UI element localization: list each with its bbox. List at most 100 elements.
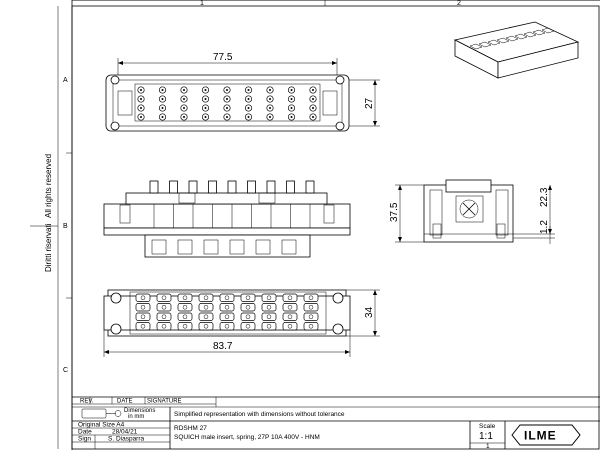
terminal-cell — [303, 312, 319, 321]
top-view — [105, 74, 350, 132]
contact-pin-center — [247, 107, 250, 109]
terminal-cell — [282, 293, 298, 302]
terminal-cell — [156, 322, 172, 331]
terminal-cell — [240, 312, 256, 321]
iso-terminal-block — [523, 31, 537, 38]
ilme-logo: ILME — [511, 424, 581, 446]
terminal-cell — [156, 312, 172, 321]
terminal-hole — [266, 324, 272, 329]
terminal-hole — [140, 305, 146, 310]
contact-pin-center — [312, 89, 314, 91]
spring-terminal — [208, 180, 217, 194]
contact-pin-center — [269, 89, 271, 91]
contact-pin-center — [226, 107, 228, 109]
contact-pin-center — [290, 98, 293, 100]
iso-terminal-block — [469, 43, 483, 50]
dimensions-line-2: in mm — [128, 414, 144, 420]
terminal-cell — [198, 322, 214, 331]
spring-terminal — [188, 180, 198, 194]
contact-pin-center — [226, 98, 228, 100]
contact-pin-center — [247, 116, 250, 118]
insert-pocket — [203, 239, 219, 255]
isometric-view — [453, 21, 580, 79]
spring-terminal — [286, 180, 295, 194]
contact-pin-center — [290, 116, 293, 118]
contact-pin-center — [140, 107, 142, 109]
spring-terminal — [266, 180, 276, 194]
contact-pin-center — [161, 116, 164, 118]
terminal-cell — [177, 312, 193, 321]
bottom-height-label: 34 — [364, 306, 375, 318]
terminal-hole — [266, 305, 272, 310]
part-description: SQUICH male insert, spring, 27P 10A 400V… — [174, 434, 320, 441]
terminal-hole — [245, 324, 251, 329]
spring-terminal — [305, 180, 315, 194]
terminal-cell — [261, 303, 277, 312]
terminal-cell — [135, 293, 151, 302]
contact-pin-center — [140, 98, 142, 100]
terminal-hole — [308, 314, 314, 319]
terminal-cell — [240, 303, 256, 312]
original-size: Original Size A4 — [78, 422, 125, 429]
terminal-hole — [287, 305, 293, 310]
zone-row-b: B — [63, 223, 68, 230]
iso-terminal-block — [478, 41, 492, 48]
terminal-cell — [240, 322, 256, 331]
side-view — [423, 179, 514, 243]
contact-pin-center — [183, 89, 185, 91]
insert-pocket — [255, 239, 271, 255]
terminal-cell — [261, 322, 277, 331]
terminal-cell — [156, 303, 172, 312]
rights-reserved-en: All rights reserved — [44, 154, 53, 218]
spring-terminal — [149, 180, 159, 194]
contact-pin-center — [161, 107, 164, 109]
terminal-hole — [182, 314, 188, 319]
bottom-view — [103, 289, 351, 337]
terminal-hole — [203, 295, 209, 300]
contact-pin-center — [312, 116, 314, 118]
contact-pin-center — [226, 116, 228, 118]
terminal-hole — [308, 324, 314, 329]
zone-row-c: C — [63, 367, 68, 374]
terminal-hole — [140, 314, 146, 319]
date-header: DATE — [117, 399, 133, 405]
contact-pin-center — [312, 98, 314, 100]
terminal-cell — [261, 312, 277, 321]
terminal-hole — [161, 305, 167, 310]
spring-terminal — [227, 180, 237, 194]
insert-pocket — [177, 239, 193, 255]
terminal-hole — [203, 314, 209, 319]
contact-pin-center — [183, 116, 185, 118]
side-lower-label: 1.2 — [539, 220, 550, 234]
terminal-cell — [198, 293, 214, 302]
terminal-cell — [261, 293, 277, 302]
terminal-cell — [282, 312, 298, 321]
iso-terminal-block — [532, 29, 546, 36]
terminal-hole — [245, 314, 251, 319]
contact-pin-center — [269, 107, 271, 109]
terminal-cell — [156, 293, 172, 302]
front-view — [103, 180, 351, 258]
contact-pin-center — [161, 89, 164, 91]
terminal-cell — [177, 303, 193, 312]
iso-terminal-block — [487, 39, 501, 46]
spring-terminal — [169, 180, 178, 194]
terminal-hole — [308, 295, 314, 300]
contact-pin-center — [312, 107, 314, 109]
signature-header: SIGNATURE — [147, 399, 182, 405]
terminal-cell — [135, 312, 151, 321]
terminal-cell — [198, 312, 214, 321]
side-total-label: 37.5 — [389, 202, 400, 222]
terminal-hole — [287, 295, 293, 300]
scale-value: 1:1 — [479, 431, 493, 442]
part-code: RDSHM 27 — [174, 425, 207, 432]
zone-column-2: 2 — [457, 0, 461, 7]
contact-pin-center — [183, 98, 185, 100]
terminal-hole — [224, 324, 230, 329]
terminal-cell — [198, 303, 214, 312]
bottom-height-dimension — [346, 289, 380, 337]
terminal-cell — [282, 322, 298, 331]
terminal-cell — [282, 303, 298, 312]
iso-terminal-block — [541, 27, 555, 34]
